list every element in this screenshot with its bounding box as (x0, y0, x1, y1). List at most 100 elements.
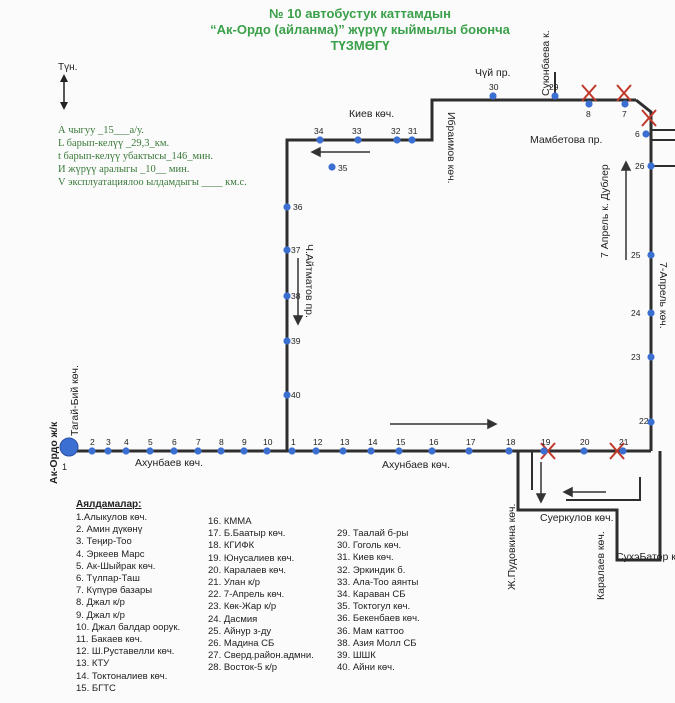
street-aitmatov: Ч.Айтматов пр. (303, 244, 315, 318)
stop-marker-label: 38 (291, 291, 301, 301)
stop-marker-label: 3 (106, 437, 111, 447)
stop-legend-item: 6. Түлпар-Таш (76, 573, 140, 585)
stop-marker (312, 447, 320, 455)
stop-marker-label: 32 (391, 126, 401, 136)
stop-legend-item: 25. Айнур з-ду (208, 625, 272, 637)
stop-legend-item: 12. Ш.Руставелли көч. (76, 646, 175, 658)
stop-marker (395, 447, 403, 455)
stop-legend-item: 14. Токтоналиев көч. (76, 670, 168, 682)
stop-marker (283, 391, 291, 399)
stop-marker-label: 26 (635, 161, 645, 171)
street-akhunbaev-right: Ахунбаев көч. (382, 459, 450, 471)
stop-marker-label: 15 (396, 437, 406, 447)
stop-legend-item: 18. КГИФК (208, 540, 255, 552)
stop-marker-label: 5 (148, 437, 153, 447)
compass: Түн. (58, 62, 77, 110)
stop-legend-item: 31. Киев көч. (337, 552, 394, 564)
stop-marker-label: 17 (466, 437, 476, 447)
street-labels: Ак-Ордо ж/к Тагай-Бий көч. Ахунбаев көч.… (48, 30, 675, 600)
stop-marker-label: 34 (314, 126, 324, 136)
stop-legend-item: 36. Бекенбаев көч. (337, 613, 420, 625)
stop-legend-item: 24. Дасмия (208, 613, 258, 625)
stop-marker (647, 251, 655, 259)
stop-marker (465, 447, 473, 455)
stop-legend-item: 11. Бакаев көч. (76, 634, 143, 646)
street-7april: 7-Апрель көч. (657, 262, 669, 329)
street-pudovkina: Ж.Пудовкина көч. (506, 504, 518, 590)
stop-legend-item: 3. Теңир-Тоо (76, 536, 132, 548)
stop-marker (393, 136, 401, 144)
stop-marker-label: 1 (291, 437, 296, 447)
stop-legend-item: 7. Күпүрө базары (76, 585, 153, 597)
stop-marker-label: 33 (352, 126, 362, 136)
stop-legend-item: 10. Джал балдар оорук. (76, 621, 181, 633)
street-akhunbaev-left: Ахунбаев көч. (135, 457, 203, 469)
stop-marker-label: 10 (263, 437, 273, 447)
stop-marker-label: 25 (631, 250, 641, 260)
street-7april-dubler: 7 Апрель к. Дублер (599, 164, 611, 258)
street-suyunbaeva: Суюнбаева к. (540, 30, 552, 96)
map-title: № 10 автобустук каттамдын “Ак-Ордо (айла… (150, 6, 570, 54)
stop-marker (263, 447, 271, 455)
stop-marker-label: 39 (291, 336, 301, 346)
stop-marker-label: 40 (291, 390, 301, 400)
stop-marker-label: 8 (219, 437, 224, 447)
direction-arrows (292, 146, 632, 504)
stop-marker (647, 309, 655, 317)
stop-marker-label: 13 (340, 437, 350, 447)
stop-marker (354, 136, 362, 144)
street-sukhbator: СухэБатор көч. (616, 551, 675, 563)
stop-marker (408, 136, 416, 144)
stop-legend-item: 29. Таалай б-ры (337, 528, 409, 539)
stop-marker (621, 100, 629, 108)
stop-marker-label: 14 (368, 437, 378, 447)
stop-marker (122, 447, 130, 455)
stop-marker (339, 447, 347, 455)
stop-legend-item: 40. Айни көч. (337, 662, 395, 674)
street-suerkulov: Суеркулов көч. (540, 512, 614, 524)
stop-legend-item: 15. БГТС (76, 682, 116, 694)
stop-marker (217, 447, 225, 455)
stop-legend-item: 22. 7-Апрель көч. (208, 589, 285, 601)
stop-marker (585, 100, 593, 108)
street-ak-ordo: Ак-Ордо ж/к (48, 421, 60, 484)
stop-marker-label: 16 (429, 437, 439, 447)
stop-legend-item: 35. Токтогул көч. (337, 601, 411, 613)
stop-marker (428, 447, 436, 455)
stop-legend-item: 28. Восток-5 к/р (208, 662, 278, 674)
stop-legend-item: 21. Улан к/р (208, 577, 261, 589)
info-line-2: L барып-келүү _29,3_км. (58, 138, 170, 149)
stop-marker (283, 203, 291, 211)
stop-legend-item: 20. Каралаев көч. (208, 564, 287, 576)
stop-legend-item: 30. Гоголь көч. (337, 540, 402, 552)
stop-marker-label: 4 (124, 437, 129, 447)
stop-marker-label: 9 (242, 437, 247, 447)
route-aitmatov (285, 98, 636, 451)
stop-marker-label: 6 (635, 129, 640, 139)
stop-marker-label: 21 (619, 437, 629, 447)
cancelled-stop-marks (540, 84, 657, 460)
stop-marker (88, 447, 96, 455)
stop-marker-label: 2 (90, 437, 95, 447)
stop-marker-label: 6 (172, 437, 177, 447)
stop-marker (647, 353, 655, 361)
title-line-1: № 10 автобустук каттамдын (269, 6, 451, 21)
stop-marker (551, 92, 559, 100)
stop-marker (647, 162, 655, 170)
stop-marker-label: 24 (631, 308, 641, 318)
stop-legend-item: 38. Азия Молл СБ (337, 637, 417, 649)
stop-legend-item: 19. Юнусалиев көч. (208, 552, 295, 564)
stop-legend-item: 4. Эркеев Марс (76, 548, 145, 560)
stops-legend-title: Аялдамалар: (76, 499, 142, 510)
stop-marker-label: 8 (586, 109, 591, 119)
stop-marker (619, 447, 627, 455)
stop-marker (328, 163, 336, 171)
stop-marker (316, 136, 324, 144)
stop-marker (367, 447, 375, 455)
stop-marker (580, 447, 588, 455)
street-ibraimov: Ибраимов көч. (445, 112, 457, 183)
